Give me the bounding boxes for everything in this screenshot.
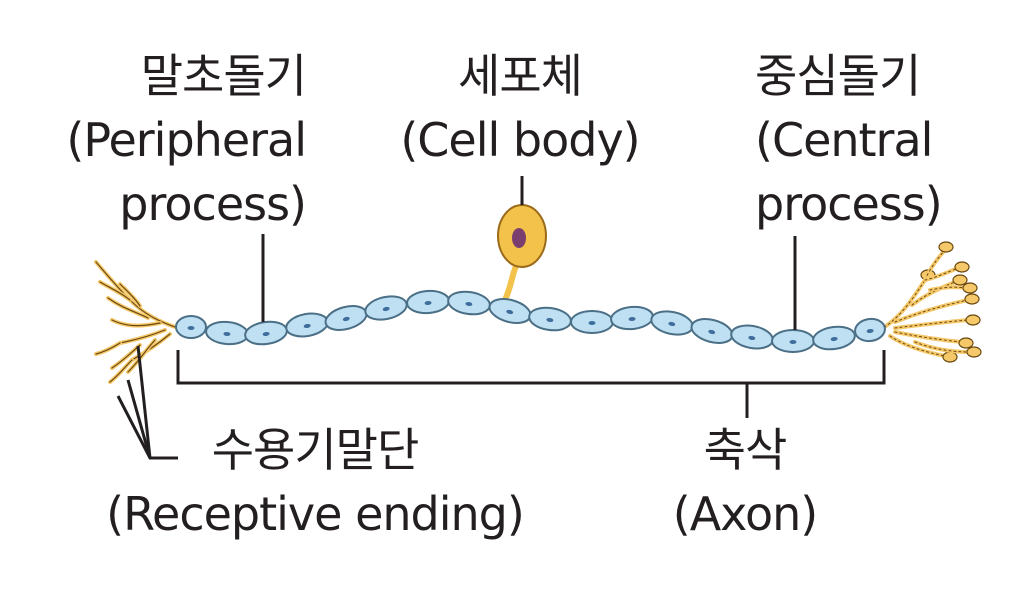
terminal-branch-outline: [129, 299, 179, 329]
myelin-segment: [730, 324, 774, 350]
myelin-segment: [406, 289, 450, 315]
receptive-ending-branches: [94, 260, 180, 384]
peripheral-process-label: 말초돌기 (Peripheral process): [60, 44, 307, 236]
terminal-branch: [893, 298, 970, 324]
terminal-bulb: [952, 274, 968, 286]
terminal-branch-outline: [131, 333, 171, 361]
terminal-branch-outline: [894, 319, 969, 329]
cell-body-nucleus: [512, 228, 526, 248]
axon-label: 축삭 (Axon): [660, 418, 830, 546]
receptive-leader-3: [136, 345, 152, 459]
myelin-segment: [447, 290, 491, 316]
central-english-2: process): [755, 177, 943, 231]
cell-body-korean: 세포체: [458, 49, 583, 103]
myelin-segment: [285, 312, 329, 338]
peripheral-korean: 말초돌기: [140, 49, 307, 103]
terminal-branch: [910, 280, 957, 307]
schwann-nucleus: [465, 301, 473, 307]
schwann-nucleus: [588, 321, 596, 325]
schwann-nucleus: [866, 328, 874, 334]
schwann-nucleus: [187, 326, 195, 330]
schwann-nucleus: [789, 340, 797, 344]
myelin-segment: [570, 310, 614, 334]
central-terminal-branches: [878, 241, 982, 363]
myelin-segment: [771, 329, 815, 353]
terminal-branch-outline: [894, 331, 963, 343]
myelin-segment: [812, 325, 856, 351]
terminal-branch-outline: [929, 286, 967, 291]
central-korean: 중심돌기: [755, 49, 921, 103]
terminal-branch-outline: [119, 329, 166, 344]
schwann-nucleus: [342, 316, 350, 322]
terminal-branch-outline: [911, 281, 956, 306]
schwann-nucleus: [546, 317, 554, 323]
schwann-nucleus: [668, 321, 676, 327]
myelin-segment: [488, 298, 532, 324]
cell-body-label: 세포체 (Cell body): [385, 44, 655, 172]
terminal-branch-outline: [889, 335, 946, 357]
myelin-segment: [690, 318, 734, 344]
schwann-nucleus: [382, 306, 390, 312]
schwann-nucleus: [223, 331, 231, 337]
terminal-branch: [878, 278, 927, 332]
terminal-bulb: [966, 346, 982, 358]
receptive-english: (Receptive ending): [106, 487, 525, 541]
schwann-nucleus: [506, 309, 514, 315]
peripheral-english-2: process): [119, 177, 307, 231]
myelin-segment: [175, 315, 207, 339]
schwann-nucleus: [830, 336, 838, 342]
terminal-branch-outline: [95, 342, 121, 355]
schwann-nucleus: [424, 300, 432, 306]
myelin-segment: [364, 295, 408, 321]
leader-lines: [116, 176, 886, 460]
terminal-bulb: [962, 282, 978, 294]
myelin-segment: [854, 317, 886, 343]
myelin-segments: [175, 289, 886, 353]
myelin-segment: [205, 320, 249, 346]
terminal-branch-outline: [109, 359, 133, 383]
terminal-branch-outline: [107, 297, 149, 319]
schwann-nucleus: [628, 316, 636, 322]
myelin-segment: [650, 310, 694, 336]
axon-bracket: [176, 350, 886, 385]
terminal-bulb: [958, 337, 974, 349]
terminal-branch-outline: [111, 319, 161, 327]
terminal-bulb: [964, 293, 980, 305]
schwann-nucleus: [262, 331, 270, 337]
receptive-korean: 수용기말단: [211, 423, 420, 477]
axon-english: (Axon): [672, 487, 818, 541]
myelin-segment: [324, 305, 368, 331]
cell-body-stalk: [502, 259, 521, 303]
terminal-bulb: [938, 241, 954, 253]
myelin-segment: [610, 305, 654, 331]
terminal-bulb: [965, 314, 981, 326]
peripheral-english-1: (Peripheral: [66, 113, 307, 167]
receptive-ending-label: 수용기말단 (Receptive ending): [95, 418, 535, 546]
terminal-branch-outline: [99, 281, 131, 301]
terminal-bulb: [942, 351, 958, 363]
terminal-branch-outline: [914, 341, 971, 353]
central-english-1: (Central: [755, 113, 933, 167]
myelin-segment: [528, 306, 572, 332]
terminal-branch-outline: [119, 283, 141, 307]
schwann-nucleus: [708, 329, 716, 335]
receptive-leader-2: [126, 379, 152, 459]
cell-body-english: (Cell body): [400, 113, 640, 167]
terminal-bulb: [954, 261, 970, 273]
terminal-branch-outline: [127, 339, 156, 373]
schwann-nucleus: [303, 323, 311, 329]
schwann-nucleus: [748, 335, 756, 341]
axon-korean: 축삭: [703, 423, 788, 477]
central-process-label: 중심돌기 (Central process): [755, 44, 995, 236]
myelin-segment: [244, 320, 288, 346]
terminal-branch-outline: [894, 299, 969, 323]
